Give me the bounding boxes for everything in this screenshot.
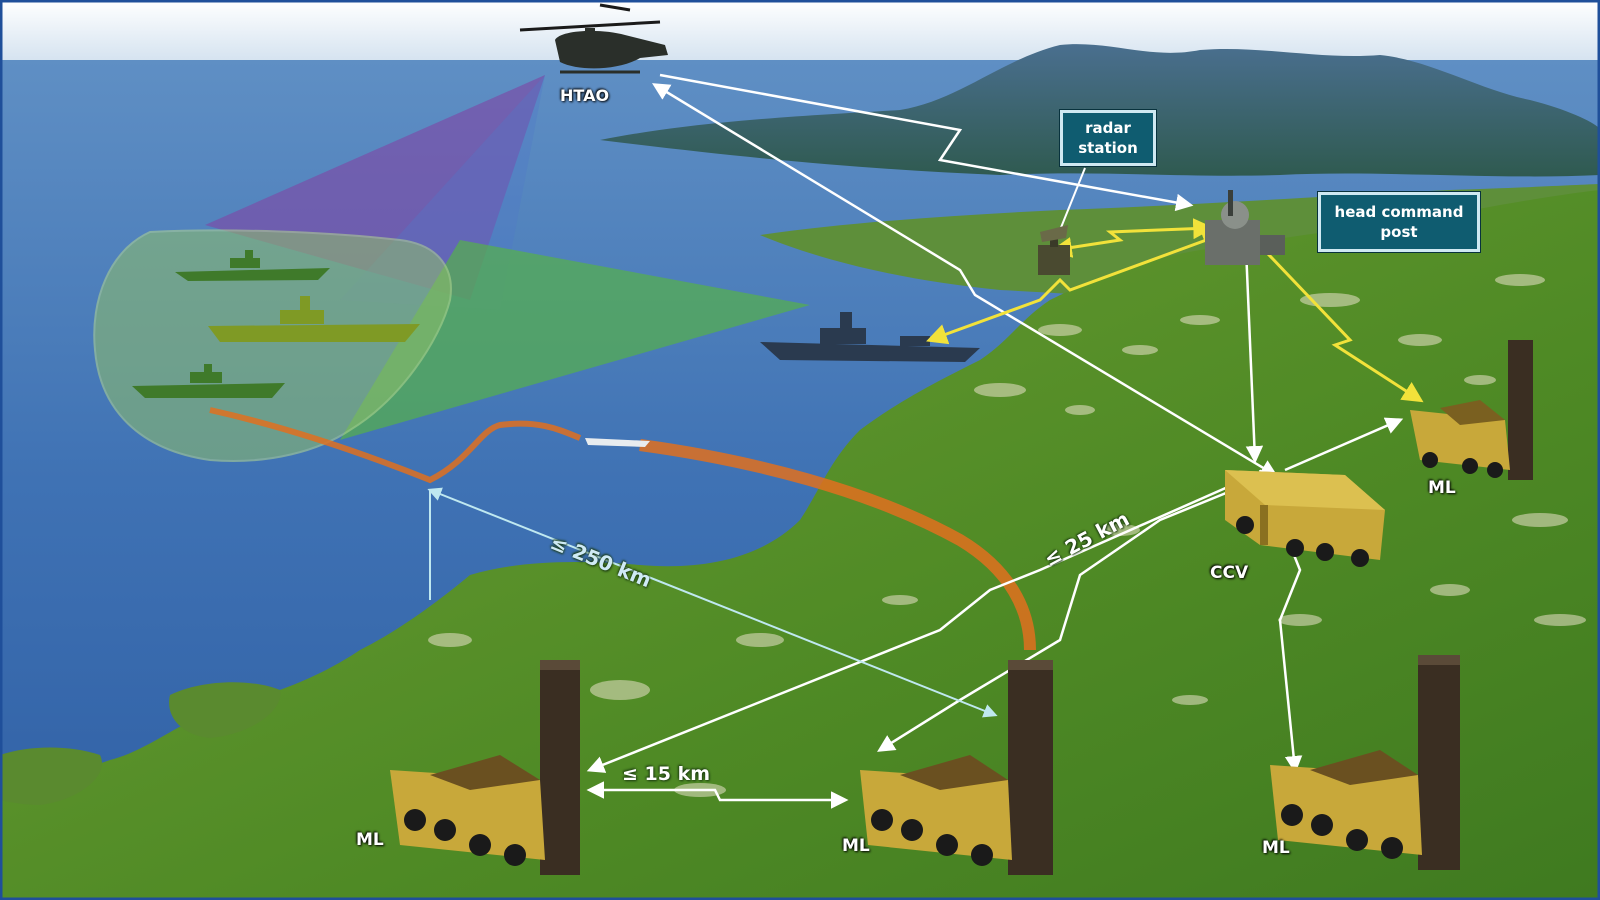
ml-center-label: ML (842, 836, 870, 856)
warship-icon (132, 364, 285, 398)
warship-icon (208, 296, 420, 342)
range-arrows (427, 487, 998, 718)
island-left-1 (0, 747, 102, 805)
radar-station-line2: station (1078, 139, 1138, 157)
ml-right-label: ML (1428, 478, 1456, 498)
command-post-icon (1205, 190, 1285, 265)
cruise-missile-icon (585, 438, 650, 447)
radar-pointer (1059, 167, 1086, 231)
head-command-post-line1: head command (1334, 203, 1464, 221)
missile-launcher-truck-icon (860, 660, 1053, 875)
radar-antenna-icon (1038, 225, 1070, 275)
radar-station-box: radar station (1060, 110, 1156, 166)
ccv-label: CCV (1210, 563, 1249, 583)
ml-left-label: ML (356, 830, 384, 850)
warship-icon (175, 250, 330, 281)
head-command-post-line2: post (1380, 223, 1418, 241)
ml-bottom-right-label: ML (1262, 838, 1290, 858)
missile-launcher-truck-icon (1270, 655, 1460, 870)
launcher-spacing-label: ≤ 15 km (622, 763, 711, 785)
helicopter-icon (519, 3, 668, 74)
head-command-post-box: head command post (1318, 192, 1480, 252)
radar-station-line1: radar (1085, 119, 1131, 137)
radio-links-yellow (926, 218, 1424, 403)
command-vehicle-icon (1225, 470, 1385, 567)
target-area (93, 229, 452, 462)
missile-trajectory (209, 407, 582, 484)
aircraft-label: HTAO (560, 86, 610, 105)
missile-launcher-truck-icon (390, 660, 580, 875)
island-left-2 (169, 682, 281, 738)
missile-launcher-truck-icon (1410, 340, 1533, 480)
